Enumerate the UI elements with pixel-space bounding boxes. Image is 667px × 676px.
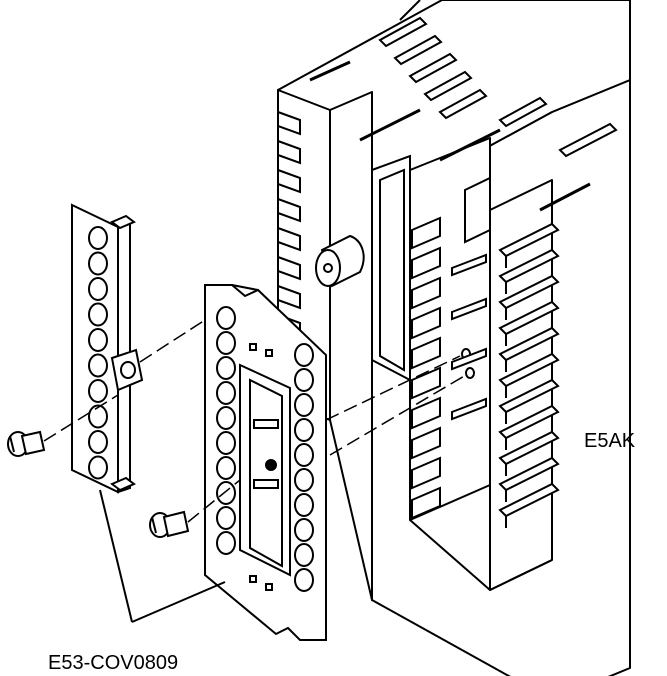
cover-left-hole (88, 379, 108, 403)
right-fin (498, 352, 560, 388)
right-fin (498, 456, 560, 492)
bracket-fin (411, 366, 441, 400)
right-fin (498, 300, 560, 336)
cover-left-hole (88, 277, 108, 301)
right-fin (498, 430, 560, 466)
terminal-cover-left (71, 203, 144, 494)
right-fin (498, 404, 560, 440)
cover-right-hole (294, 393, 314, 417)
cover-right-hole (294, 468, 314, 492)
bracket-fin (411, 456, 441, 490)
left-fin (277, 284, 301, 310)
cover-left-hole (88, 353, 108, 378)
left-fin (277, 168, 301, 194)
bracket-fin (411, 306, 441, 340)
terminal-cover-right-holes (216, 306, 314, 592)
housing-right-fins (411, 216, 560, 528)
bracket-fin (411, 246, 441, 280)
right-fin (498, 482, 560, 518)
cover-right-hole (216, 381, 236, 405)
cover-right-hole (294, 493, 314, 517)
cover-right-hole (294, 343, 314, 367)
screw-left (7, 430, 46, 457)
housing-window (371, 154, 411, 382)
terminal-cover-left-holes (88, 226, 108, 480)
controller-housing (277, 0, 631, 676)
right-fin (498, 248, 560, 284)
mounting-boss (315, 234, 365, 288)
bracket-fin (411, 426, 441, 460)
bracket-slots (451, 176, 491, 421)
right-fin (498, 378, 560, 414)
right-fin (498, 222, 560, 258)
bracket-fin (411, 396, 441, 430)
cover-right-hole (216, 331, 236, 355)
cover-left-hole (88, 251, 108, 276)
cover-right-hole (216, 406, 236, 430)
cover-left-hole (88, 455, 108, 480)
cover-left-hole (88, 302, 108, 327)
bracket-fin (411, 486, 441, 520)
cover-left-hole (88, 404, 108, 429)
part-leader-lines (99, 489, 226, 623)
model-label: E5AK (584, 430, 636, 452)
alignment-lines (43, 319, 467, 523)
cover-left-hole (88, 430, 108, 454)
right-fin (498, 326, 560, 362)
cover-right-hole (216, 306, 236, 330)
bracket-fin (411, 336, 441, 370)
screw-right (149, 510, 190, 538)
cover-right-hole (216, 456, 236, 480)
cover-right-hole (216, 431, 236, 455)
left-fin (277, 197, 301, 223)
cover-right-hole (294, 368, 314, 392)
cover-right-hole (216, 531, 236, 555)
cover-right-hole (294, 518, 314, 542)
top-vent-slots (309, 0, 618, 212)
left-fin (277, 110, 301, 136)
left-fin (277, 255, 301, 281)
cover-right-hole (216, 481, 236, 505)
cover-left-hole (88, 226, 108, 250)
left-fin (277, 226, 301, 252)
bracket-fin (411, 216, 441, 250)
bracket-fin (411, 276, 441, 310)
cover-right-hole (294, 443, 314, 467)
left-fin (277, 139, 301, 165)
cover-right-hole (294, 418, 314, 442)
cover-right-hole (294, 568, 314, 592)
cover-left-hole (88, 328, 108, 352)
cover-right-hole (216, 506, 236, 530)
right-fin (498, 274, 560, 310)
cover-right-hole (294, 543, 314, 567)
cover-right-hole (216, 356, 236, 380)
part-number-label: E53-COV0809 (48, 652, 179, 674)
